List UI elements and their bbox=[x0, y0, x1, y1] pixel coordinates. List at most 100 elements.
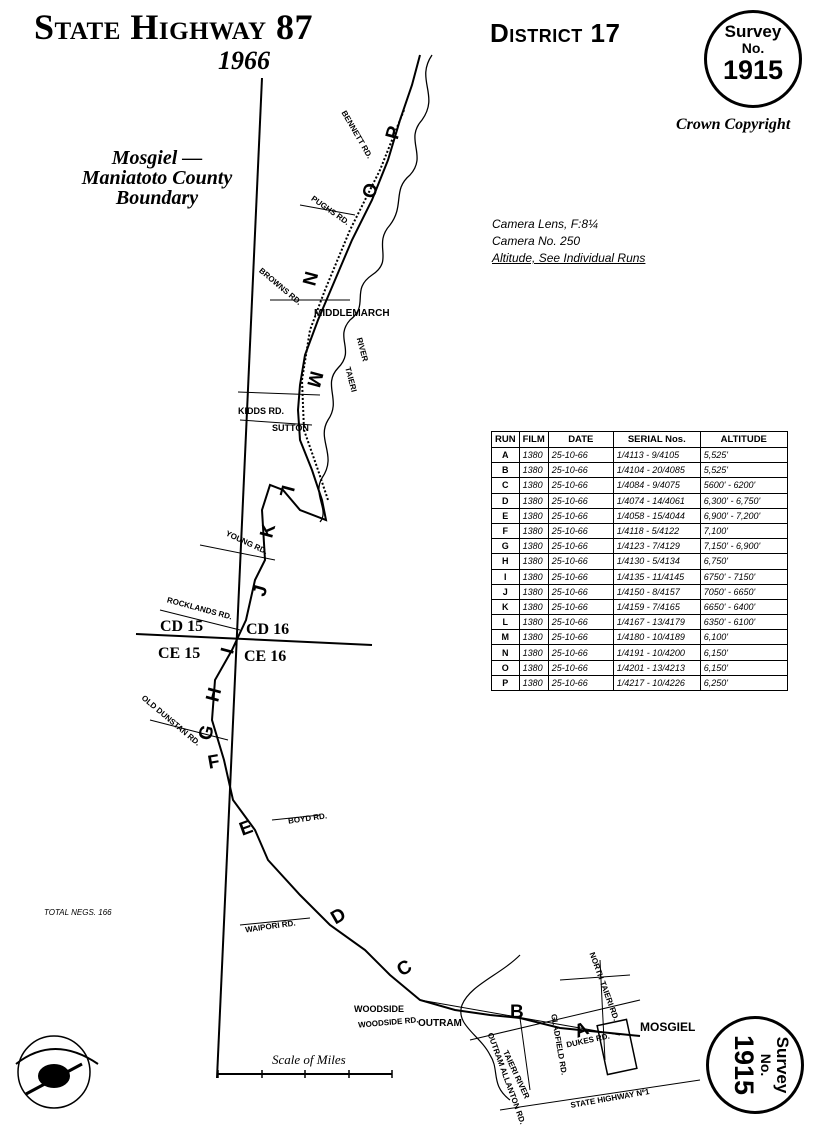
cell-run: L bbox=[491, 614, 520, 631]
cell-serial: 1/4104 - 20/4085 bbox=[612, 462, 701, 479]
cell-serial: 1/4084 - 9/4075 bbox=[612, 477, 701, 494]
cell-film: 1380 bbox=[518, 538, 549, 555]
road-label-kidds: KIDDS RD. bbox=[238, 406, 285, 416]
road-line bbox=[519, 1017, 531, 1091]
cell-run: O bbox=[491, 659, 520, 676]
cell-serial: 1/4123 - 7/4129 bbox=[612, 538, 701, 555]
cell-film: 1380 bbox=[518, 568, 549, 585]
cell-date: 25-10-66 bbox=[547, 614, 614, 631]
cell-date: 25-10-66 bbox=[547, 583, 614, 600]
cell-film: 1380 bbox=[518, 462, 549, 479]
place-sutton: SUTTON bbox=[272, 423, 309, 433]
cell-film: 1380 bbox=[518, 553, 549, 570]
road-line bbox=[499, 1079, 701, 1111]
seal-line2: No. bbox=[741, 40, 765, 56]
road-line bbox=[149, 719, 229, 741]
road-line bbox=[299, 204, 356, 216]
cell-serial: 1/4058 - 15/4044 bbox=[612, 507, 701, 524]
cell-altitude: 5,525' bbox=[699, 462, 788, 479]
col-date: DATE bbox=[547, 431, 614, 448]
cell-run: F bbox=[491, 522, 520, 540]
grid-label-ce16: CE 16 bbox=[244, 648, 287, 665]
cell-run: H bbox=[491, 553, 520, 570]
cell-film: 1380 bbox=[518, 629, 549, 646]
col-film: FILM bbox=[518, 431, 549, 448]
cell-date: 25-10-66 bbox=[547, 644, 614, 661]
cell-run: I bbox=[491, 568, 520, 585]
cell-altitude: 6650' - 6400' bbox=[699, 598, 788, 616]
cell-run: M bbox=[491, 629, 520, 646]
cell-altitude: 6,100' bbox=[699, 629, 788, 646]
cell-altitude: 6,150' bbox=[699, 659, 788, 676]
sheet-grid-line bbox=[135, 633, 373, 646]
place-mosgiel: MOSGIEL bbox=[640, 1020, 696, 1034]
cell-date: 25-10-66 bbox=[547, 568, 614, 585]
cell-serial: 1/4118 - 5/4122 bbox=[612, 522, 701, 540]
district-label: District 17 bbox=[490, 18, 621, 48]
cell-serial: 1/4150 - 8/4157 bbox=[612, 583, 701, 600]
map-year: 1966 bbox=[218, 46, 270, 75]
col-serial: SERIAL Nos. bbox=[612, 431, 701, 448]
grid-label-cd15: CD 15 bbox=[160, 618, 204, 635]
cell-film: 1380 bbox=[518, 522, 549, 540]
taieri-river-lower bbox=[460, 954, 521, 1101]
boundary-line: Mosgiel — bbox=[111, 147, 203, 169]
cell-serial: 1/4191 - 10/4200 bbox=[612, 644, 701, 661]
cell-altitude: 5,525' bbox=[699, 446, 788, 464]
place-woodside: WOODSIDE bbox=[354, 1004, 405, 1014]
camera-altitude: Altitude, See Individual Runs bbox=[492, 251, 646, 265]
cell-run: J bbox=[491, 583, 520, 600]
cell-run: P bbox=[491, 674, 520, 692]
cell-altitude: 6350' - 6100' bbox=[699, 614, 788, 631]
cell-altitude: 6,750' bbox=[699, 553, 788, 570]
cell-run: N bbox=[491, 644, 520, 661]
railway-line bbox=[300, 109, 405, 501]
cell-date: 25-10-66 bbox=[547, 462, 614, 479]
road-line bbox=[419, 999, 621, 1036]
cell-run: B bbox=[491, 462, 520, 479]
copyright-label: Crown Copyright bbox=[676, 116, 791, 133]
runs-table-header: RUN FILM DATE SERIAL Nos. ALTITUDE bbox=[491, 431, 788, 448]
cell-date: 25-10-66 bbox=[547, 492, 614, 509]
cell-altitude: 6750' - 7150' bbox=[699, 568, 788, 585]
cell-serial: 1/4113 - 9/4105 bbox=[612, 446, 701, 464]
boundary-line: Maniatoto County bbox=[81, 167, 233, 189]
survey-seal-top: Survey No. 1915 bbox=[704, 10, 802, 108]
camera-number: Camera No. 250 bbox=[492, 234, 581, 248]
cell-film: 1380 bbox=[518, 644, 549, 661]
aerial-mapping-logo bbox=[15, 1035, 99, 1109]
cell-date: 25-10-66 bbox=[547, 659, 614, 676]
county-boundary-note: Mosgiel — Maniatoto County Boundary bbox=[62, 148, 252, 208]
cell-film: 1380 bbox=[518, 659, 549, 676]
cell-altitude: 6,250' bbox=[699, 674, 788, 692]
cell-serial: 1/4180 - 10/4189 bbox=[612, 629, 701, 646]
col-run: RUN bbox=[491, 431, 520, 448]
cell-serial: 1/4135 - 11/4145 bbox=[612, 568, 701, 585]
place-outram: OUTRAM bbox=[418, 1018, 462, 1029]
seal-number: 1915 bbox=[722, 55, 784, 85]
cell-date: 25-10-66 bbox=[547, 538, 614, 555]
cell-film: 1380 bbox=[518, 674, 549, 692]
cell-film: 1380 bbox=[518, 507, 549, 524]
road-line bbox=[239, 419, 313, 426]
cell-film: 1380 bbox=[518, 614, 549, 631]
mosgiel-town-block bbox=[596, 1018, 638, 1076]
cell-date: 25-10-66 bbox=[547, 477, 614, 494]
cell-run: E bbox=[491, 507, 520, 524]
cell-date: 25-10-66 bbox=[547, 598, 614, 616]
